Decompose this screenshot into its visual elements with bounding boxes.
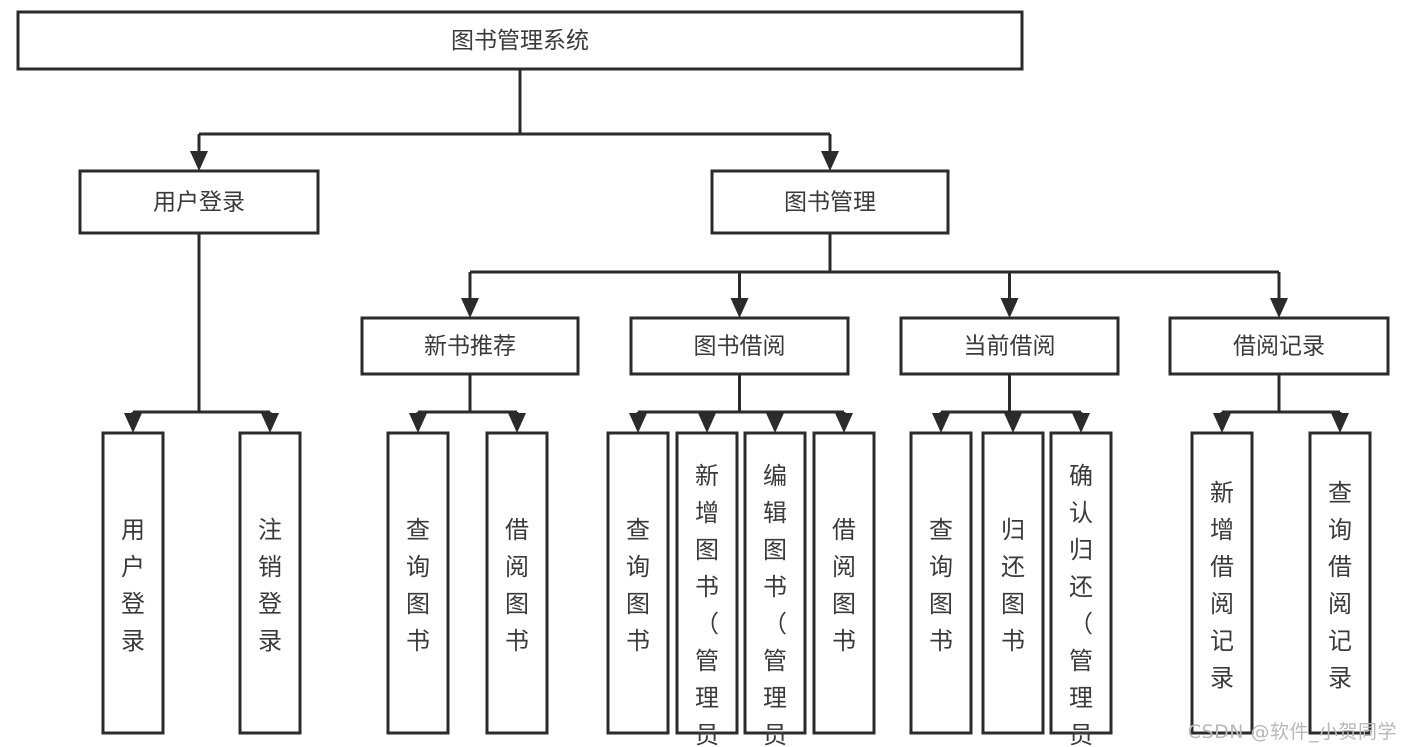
arrow-head-icon [190,151,208,171]
node-leaf-user-login[interactable]: 用户登录 [101,431,165,735]
node-label: 查询图书 [929,516,953,655]
node-label: 新书推荐 [424,334,516,360]
node-leaf-query-book-borrow[interactable]: 查询图书 [606,431,670,735]
arrow-head-icon [821,151,839,171]
node-label: 新增借阅记录 [1210,479,1234,692]
arrow-head-icon [698,413,716,433]
node-label: 归还图书 [1001,516,1025,655]
node-label: 借阅记录 [1233,334,1325,360]
node-leaf-add-book[interactable]: 新增图书（管理员） [675,431,739,747]
connector-layer [124,69,1349,433]
node-box [386,431,450,735]
node-box [675,431,739,735]
node-box [981,431,1045,735]
node-leaf-logout[interactable]: 注销登录 [238,431,302,735]
node-borrow-record[interactable]: 借阅记录 [1168,316,1390,376]
node-current-borrow[interactable]: 当前借阅 [899,316,1120,376]
arrow-head-icon [766,413,784,433]
node-user-login[interactable]: 用户登录 [78,169,320,235]
node-label: 查询图书 [626,516,650,655]
node-label: 注销登录 [258,516,282,655]
arrow-head-icon [730,298,749,318]
arrow-head-icon [1270,298,1288,318]
node-label: 新增图书（管理员） [695,462,719,747]
node-box [899,316,1120,376]
node-box [1308,431,1372,735]
node-label: 借阅图书 [832,516,856,655]
arrow-head-icon [835,413,853,433]
node-box [78,169,320,235]
node-leaf-borrow-book[interactable]: 借阅图书 [812,431,876,735]
node-leaf-query-borrow-record[interactable]: 查询借阅记录 [1308,431,1372,735]
arrow-head-icon [508,413,526,433]
node-box [710,169,950,235]
node-label: 借阅图书 [505,516,529,655]
node-leaf-add-borrow-record[interactable]: 新增借阅记录 [1190,431,1254,735]
node-box [1049,431,1113,735]
node-label: 编辑图书（管理员） [763,462,787,747]
arrow-head-icon [409,413,427,433]
node-label: 用户登录 [153,190,245,216]
node-leaf-borrow-book-rec[interactable]: 借阅图书 [485,431,549,735]
node-root[interactable]: 图书管理系统 [16,10,1024,71]
node-layer: 图书管理系统用户登录图书管理新书推荐图书借阅当前借阅借阅记录用户登录注销登录查询… [16,10,1390,747]
node-box [812,431,876,735]
node-box [909,431,973,735]
node-box [1190,431,1254,735]
arrow-head-icon [261,413,279,433]
node-new-book-recommend[interactable]: 新书推荐 [360,316,580,376]
node-box [360,316,580,376]
node-box [1168,316,1390,376]
node-box [606,431,670,735]
node-leaf-query-book-current[interactable]: 查询图书 [909,431,973,735]
arrow-head-icon [124,413,142,433]
arrow-head-icon [1072,413,1090,433]
arrow-head-icon [1213,413,1231,433]
node-box [485,431,549,735]
node-box [743,431,807,735]
arrow-head-icon [629,413,647,433]
arrow-head-icon [932,413,950,433]
arrow-head-icon [461,298,479,318]
node-label: 查询图书 [406,516,430,655]
node-label: 当前借阅 [964,334,1056,360]
arrow-head-icon [1331,413,1349,433]
node-label: 图书管理 [784,190,876,216]
node-box [101,431,165,735]
node-box [629,316,850,376]
node-label: 查询借阅记录 [1328,479,1352,692]
node-leaf-return-book[interactable]: 归还图书 [981,431,1045,735]
node-leaf-query-book-rec[interactable]: 查询图书 [386,431,450,735]
node-leaf-confirm-return[interactable]: 确认归还（管理员） [1049,431,1113,747]
arrow-head-icon [1000,298,1019,318]
node-label: 用户登录 [121,516,145,655]
node-label: 图书借阅 [694,334,786,360]
node-label: 确认归还（管理员） [1069,462,1093,747]
node-leaf-edit-book[interactable]: 编辑图书（管理员） [743,431,807,747]
node-label: 图书管理系统 [451,28,589,54]
node-box [16,10,1024,71]
node-box [238,431,302,735]
node-book-borrow[interactable]: 图书借阅 [629,316,850,376]
arrow-head-icon [1004,413,1022,433]
csdn-watermark: CSDN @软件_小贺同学 [1187,721,1397,743]
node-book-manage[interactable]: 图书管理 [710,169,950,235]
